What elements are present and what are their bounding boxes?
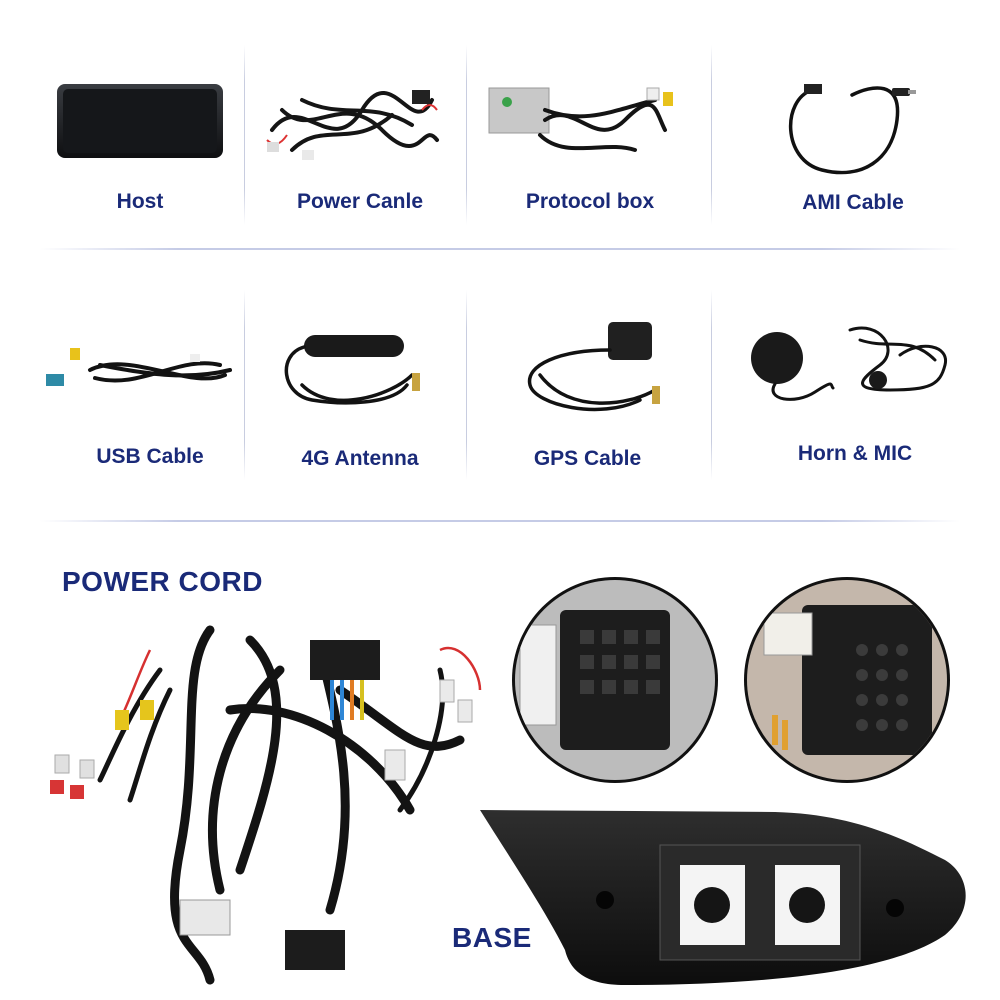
protocol-box-image [488, 87, 673, 152]
item-label-protocol-box: Protocol box [525, 190, 655, 213]
base-mount-image [480, 810, 966, 985]
item-label-host: Host [116, 190, 164, 213]
item-label-gps-cable: GPS Cable [533, 447, 642, 470]
separator-horizontal [40, 520, 960, 522]
separator-horizontal [40, 248, 960, 250]
item-label-power-cable: Power Canle [296, 190, 424, 213]
power-cord-harness-image [50, 625, 482, 985]
item-label-4g-antenna: 4G Antenna [301, 447, 419, 470]
item-label-ami-cable: AMI Cable [802, 191, 904, 214]
power-cable-image [266, 90, 439, 160]
base-title: BASE [452, 922, 532, 953]
separator-vertical [711, 45, 712, 225]
host-screen-image [57, 84, 223, 158]
separator-vertical [244, 45, 245, 225]
ami-cable-image [789, 84, 916, 175]
4g-antenna-image [284, 335, 420, 405]
connector-closeup-left [512, 577, 718, 783]
item-label-horn-mic: Horn & MIC [797, 442, 913, 465]
power-cord-title: POWER CORD [62, 566, 263, 597]
separator-vertical [244, 290, 245, 480]
separator-vertical [466, 290, 467, 480]
horn-image [751, 332, 835, 401]
connector-closeup-right [744, 577, 950, 783]
usb-cable-image [46, 348, 232, 386]
separator-vertical [466, 45, 467, 225]
item-label-usb-cable: USB Cable [96, 445, 204, 468]
gps-cable-image [527, 322, 660, 412]
mic-image [848, 326, 947, 392]
separator-vertical [711, 290, 712, 480]
